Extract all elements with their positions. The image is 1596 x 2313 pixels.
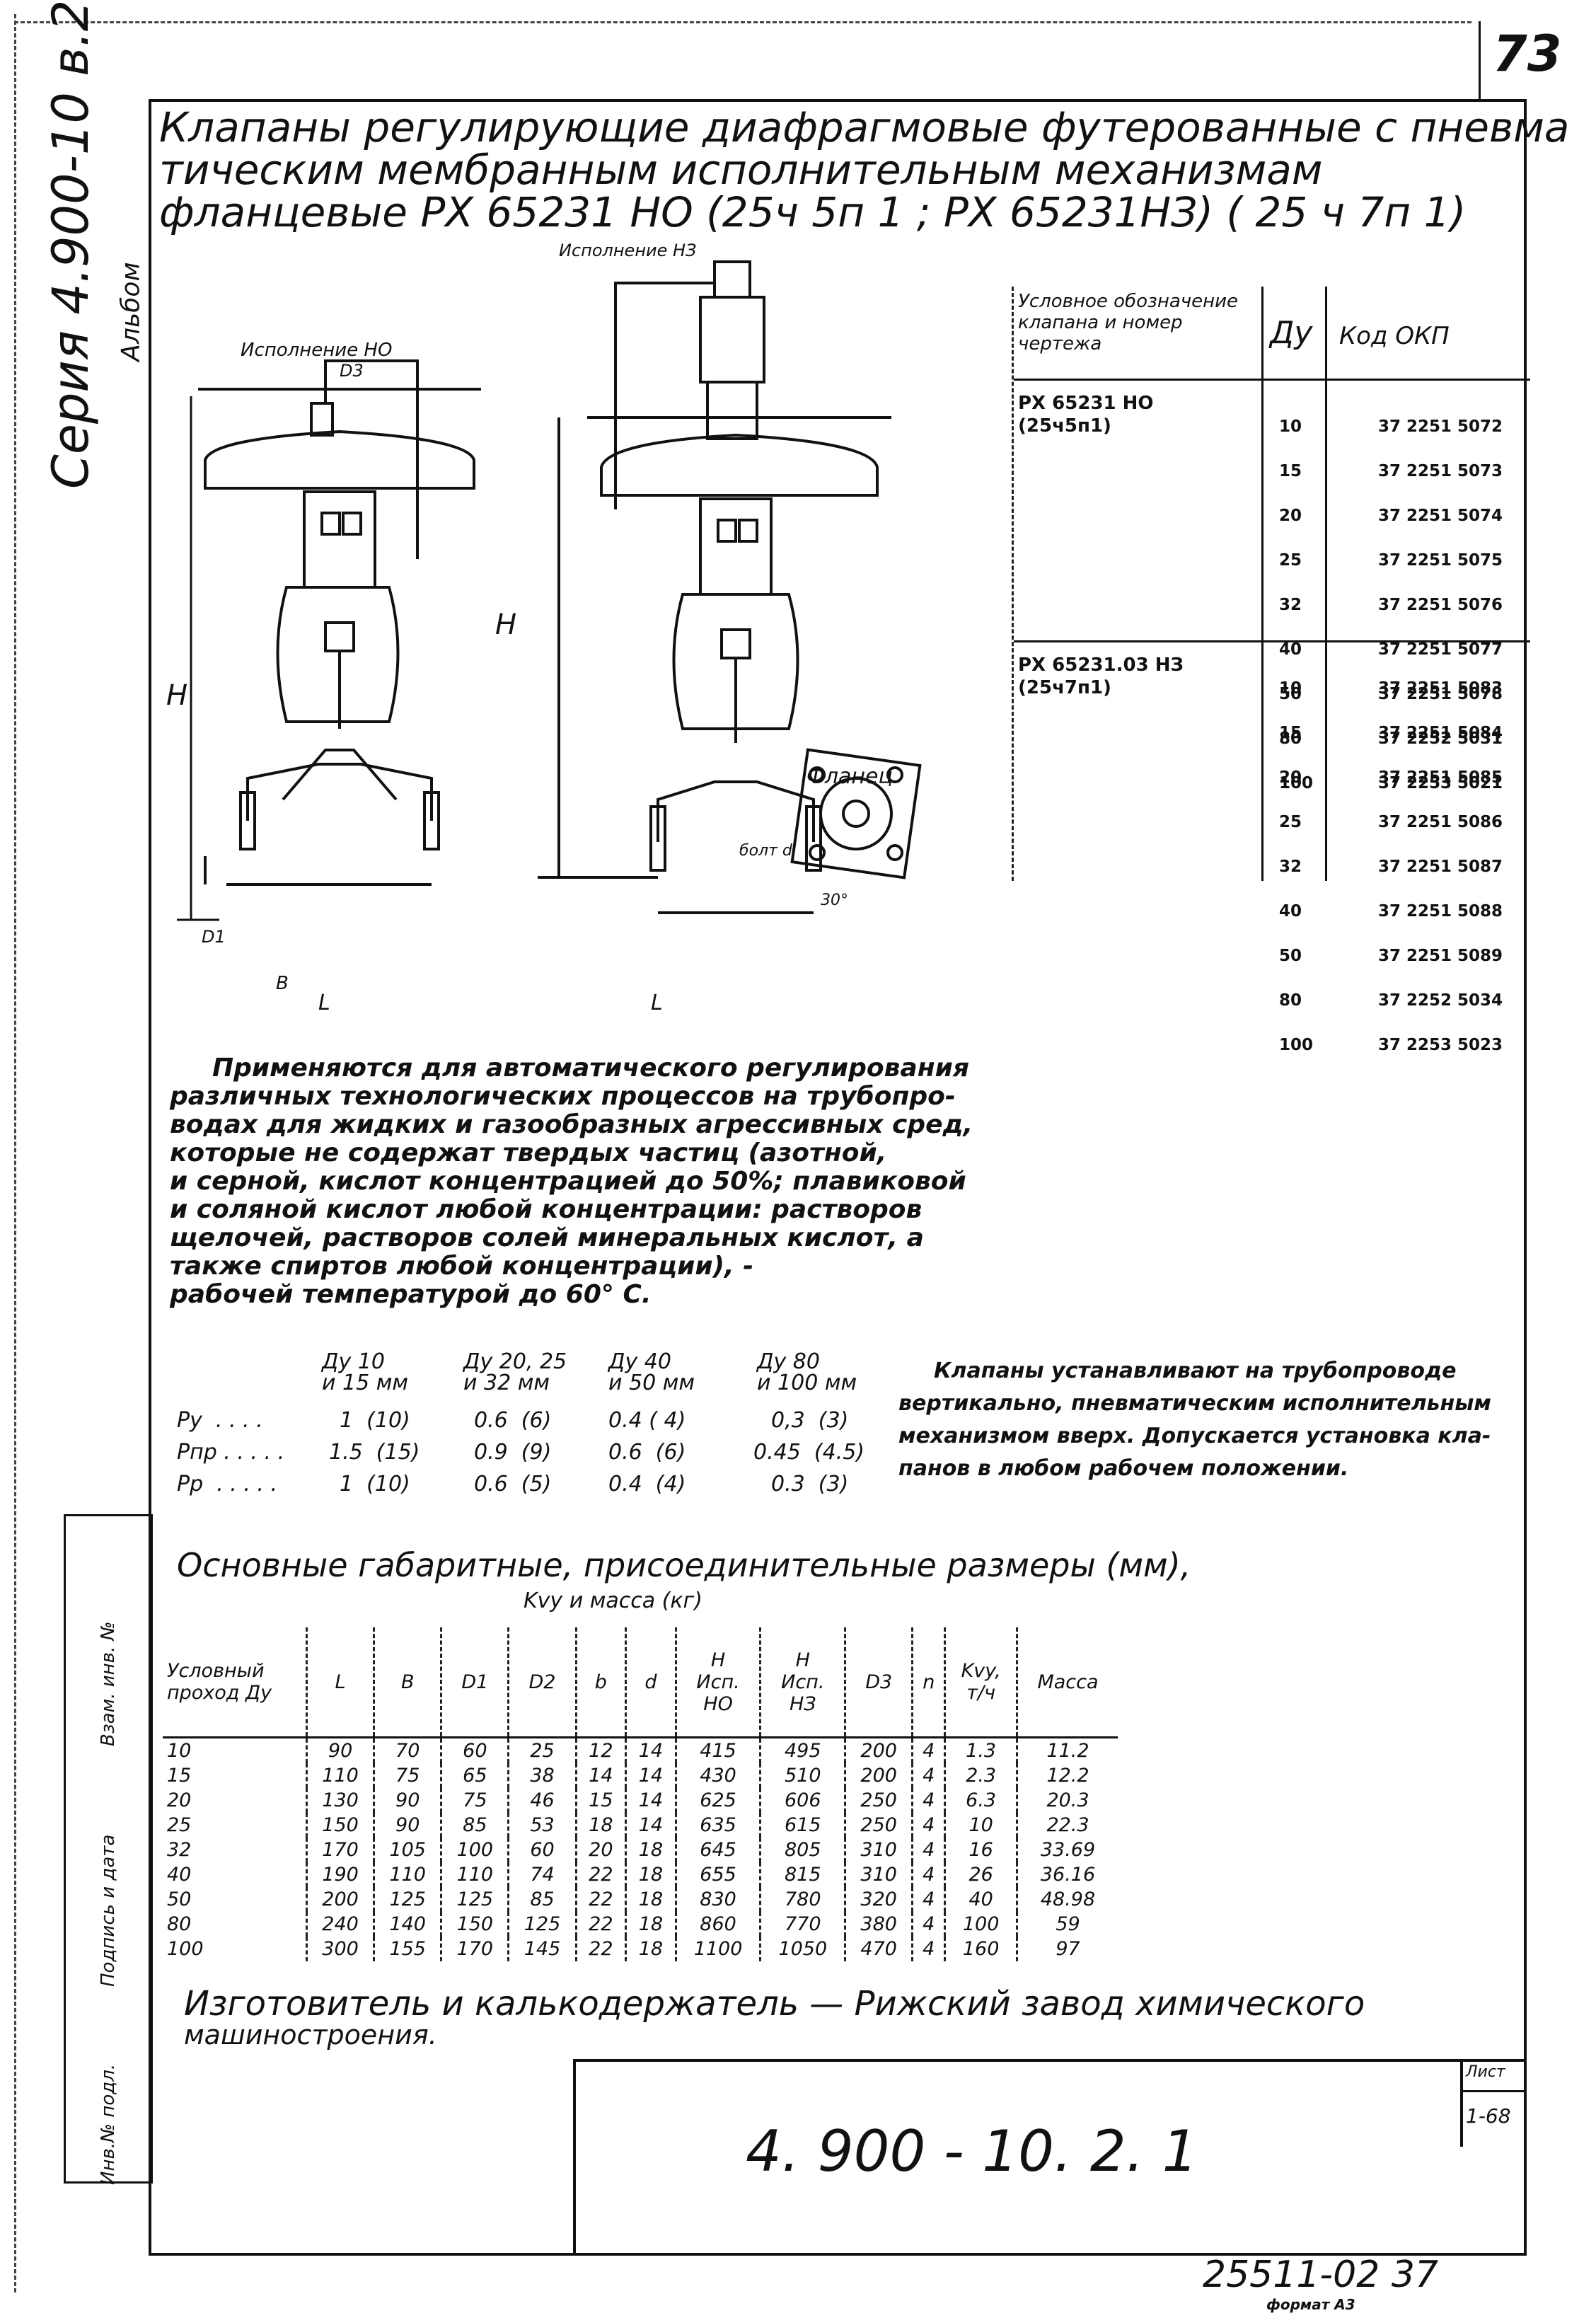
pressure-row-1-label: Ру . . . . bbox=[177, 1408, 263, 1433]
format-label: формат А3 bbox=[1266, 2296, 1355, 2313]
doc-number: 4. 900 - 10. 2. 1 bbox=[746, 2118, 1198, 2184]
label-d1: D1 bbox=[202, 927, 226, 947]
sheet-box: Лист 1-68 bbox=[1460, 2062, 1527, 2147]
pressure-row-3-label: Рр . . . . . bbox=[177, 1472, 278, 1496]
group1-sub: (25ч5п1) bbox=[1018, 415, 1111, 437]
pressure-table: Ду 10 и 15 мм Ду 20, 25 и 32 мм Ду 40 и … bbox=[177, 1349, 865, 1497]
variant-left-label: Исполнение НО bbox=[241, 340, 393, 361]
group2-sub: (25ч7п1) bbox=[1018, 677, 1111, 698]
dims-title: Основные габаритные, присоединительные р… bbox=[177, 1546, 1191, 1584]
label-l-right: L bbox=[651, 991, 663, 1015]
stamp-inv-podl: Инв.№ подл. bbox=[98, 2063, 119, 2185]
series-label: Серия 4.900-10 в.2 bbox=[42, 0, 100, 489]
top-border bbox=[14, 21, 1471, 23]
codes-header-designation: Условное обозначение клапана и номер чер… bbox=[1018, 291, 1239, 354]
group2-name: РХ 65231.03 НЗ bbox=[1018, 654, 1184, 676]
sheet-frame bbox=[149, 99, 1527, 2256]
codes-header-du: Ду bbox=[1270, 315, 1313, 351]
flange-view bbox=[790, 748, 922, 879]
group1-name: РХ 65231 НО bbox=[1018, 393, 1154, 414]
pressure-header-3: Ду 40 и 50 мм bbox=[608, 1349, 695, 1395]
sheet-number: 1-68 bbox=[1466, 2104, 1511, 2128]
stamp-vzam: Взам. инв. № bbox=[98, 1621, 119, 1746]
group1-du-list: 10 15 20 25 32 40 50 80 100 bbox=[1279, 417, 1314, 792]
bottom-number: 25511-02 37 bbox=[1203, 2254, 1439, 2296]
dims-title-2: Kvy и масса (кг) bbox=[524, 1588, 702, 1613]
label-h-right: H bbox=[495, 608, 517, 641]
top-dash-line bbox=[14, 14, 16, 2292]
album-label: Альбом bbox=[116, 262, 146, 362]
dims-table: Условный проход Ду L B D1 D2 b d H Исп. … bbox=[163, 1627, 1118, 1961]
label-d3: D3 bbox=[340, 361, 364, 381]
valve-right bbox=[538, 260, 891, 914]
page-number-divider bbox=[1479, 21, 1481, 99]
manufacturer-text: Изготовитель и калькодержатель — Рижский… bbox=[184, 1984, 1365, 2050]
title-line-2: тическим мембранным исполнительным механ… bbox=[159, 146, 1323, 194]
application-text: Применяются для автоматического регулиро… bbox=[170, 1054, 973, 1309]
valve-drawings bbox=[177, 260, 922, 921]
sheet-label: Лист bbox=[1466, 2063, 1505, 2081]
codes-header-code: Код ОКП bbox=[1339, 322, 1450, 350]
label-h-left: H bbox=[166, 679, 188, 712]
title-line-1: Клапаны регулирующие диафрагмовые футеро… bbox=[159, 103, 1570, 151]
label-l-left: L bbox=[318, 991, 330, 1015]
group1-code-list: 37 2251 5072 37 2251 5073 37 2251 5074 3… bbox=[1378, 417, 1503, 792]
label-angle: 30° bbox=[821, 892, 848, 909]
install-text: Клапаны устанавливают на трубопроводе ве… bbox=[898, 1359, 1491, 1481]
dims-header-row: Условный проход Ду L B D1 D2 b d H Исп. … bbox=[163, 1627, 1118, 1738]
group2-code-list: 37 2251 5083 37 2251 5084 37 2251 5085 3… bbox=[1378, 679, 1503, 1054]
page-number: 73 bbox=[1493, 25, 1562, 83]
title-line-3: фланцевые РХ 65231 НО (25ч 5п 1 ; РХ 652… bbox=[159, 188, 1467, 236]
pressure-row-2-label: Рпр . . . . . bbox=[177, 1440, 285, 1465]
label-flange: Фланец bbox=[806, 764, 893, 789]
pressure-header-1: Ду 10 и 15 мм bbox=[322, 1349, 409, 1395]
variant-right-label: Исполнение НЗ bbox=[559, 241, 697, 260]
label-b: B bbox=[276, 973, 289, 994]
left-stamp: Инв.№ подл. Подпись и дата Взам. инв. № bbox=[64, 1514, 153, 2185]
group2-du-list: 10 15 20 25 32 40 50 80 100 bbox=[1279, 679, 1314, 1054]
dimension-h-left bbox=[177, 396, 219, 921]
page-title: Клапаны регулирующие диафрагмовые футеро… bbox=[159, 106, 1569, 233]
codes-table: Условное обозначение клапана и номер чер… bbox=[1012, 287, 1530, 1054]
valve-left bbox=[198, 359, 481, 886]
title-block: 4. 900 - 10. 2. 1 Лист 1-68 bbox=[573, 2059, 1527, 2253]
label-bolts: болт d bbox=[739, 842, 792, 860]
stamp-signature: Подпись и дата bbox=[98, 1834, 119, 1987]
pressure-header-4: Ду 80 и 100 мм bbox=[757, 1349, 857, 1395]
pressure-header-2: Ду 20, 25 и 32 мм bbox=[463, 1349, 567, 1395]
